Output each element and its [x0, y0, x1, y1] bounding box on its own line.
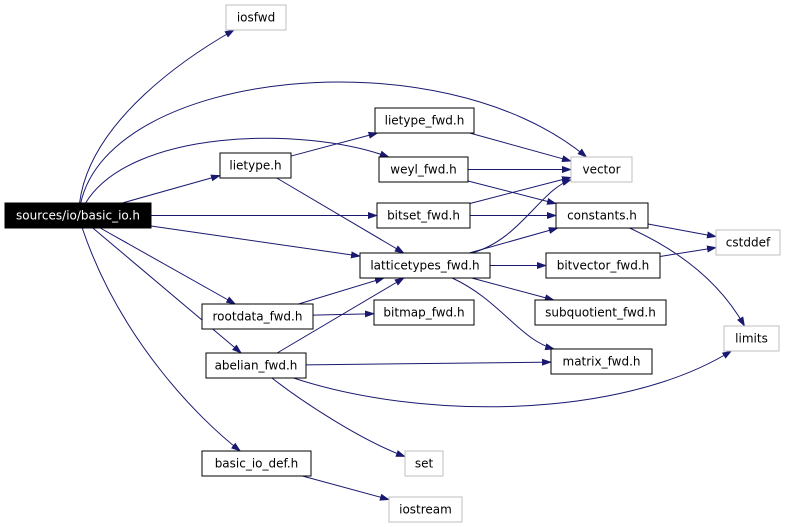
- node-basic_io_def[interactable]: basic_io_def.h: [201, 450, 312, 477]
- edge-abelian_fwd-to-matrix_fwd: [305, 358, 552, 366]
- node-lietype_fwd[interactable]: lietype_fwd.h: [374, 107, 475, 134]
- node-label: lietype_fwd.h: [385, 114, 465, 128]
- node-vector[interactable]: vector: [570, 156, 633, 183]
- edge-abelian_fwd-to-latticetypes_fwd: [276, 277, 405, 354]
- node-label: limits: [735, 332, 768, 346]
- node-box: [378, 156, 469, 183]
- node-label: matrix_fwd.h: [563, 355, 641, 369]
- node-label: sources/io/basic_io.h: [16, 209, 140, 223]
- node-rootdata_fwd[interactable]: rootdata_fwd.h: [201, 303, 314, 330]
- edge-basic_io-to-latticetypes_fwd: [150, 225, 361, 259]
- node-weyl_fwd[interactable]: weyl_fwd.h: [378, 156, 469, 183]
- node-box: [4, 202, 152, 229]
- node-box: [555, 202, 649, 229]
- edge-rootdata_fwd-to-latticetypes_fwd: [298, 277, 385, 305]
- node-box: [404, 450, 444, 477]
- node-label: bitset_fwd.h: [387, 209, 460, 223]
- edge-basic_io-to-lietype: [122, 174, 221, 204]
- edge-basic_io-to-abelian_fwd: [92, 227, 242, 354]
- edge-lietype_fwd-to-vector: [469, 132, 572, 163]
- edge-latticetypes_fwd-to-matrix_fwd: [451, 277, 556, 351]
- node-label: constants.h: [567, 209, 637, 223]
- edge-abelian_fwd-to-set: [271, 377, 406, 457]
- node-box: [715, 229, 781, 256]
- node-box: [550, 348, 653, 375]
- edge-latticetypes_fwd-to-subquotient_fwd: [471, 277, 555, 302]
- node-box: [723, 325, 780, 352]
- node-latticetypes_fwd[interactable]: latticetypes_fwd.h: [359, 252, 491, 279]
- node-box: [225, 4, 287, 31]
- node-box: [219, 152, 292, 179]
- node-label: lietype.h: [229, 159, 281, 173]
- node-constants[interactable]: constants.h: [555, 202, 649, 229]
- node-box: [201, 303, 314, 330]
- edge-basic_io-to-vector: [80, 81, 588, 204]
- edge-abelian_fwd-to-limits: [293, 350, 733, 408]
- node-box: [376, 202, 471, 229]
- node-label: bitvector_fwd.h: [557, 259, 650, 273]
- node-set[interactable]: set: [404, 450, 444, 477]
- node-box: [205, 352, 307, 379]
- node-label: iosfwd: [237, 11, 275, 25]
- node-matrix_fwd[interactable]: matrix_fwd.h: [550, 348, 653, 375]
- edge-basic_io-to-iosfwd: [79, 29, 235, 204]
- edge-basic_io-to-basic_io_def: [81, 227, 242, 452]
- edge-basic_io-to-weyl_fwd: [85, 137, 390, 204]
- edge-constants-to-limits: [629, 227, 746, 327]
- node-label: rootdata_fwd.h: [213, 310, 303, 324]
- edge-latticetypes_fwd-to-constants: [469, 227, 559, 254]
- edge-bitset_fwd-to-vector: [469, 176, 572, 204]
- node-label: set: [415, 457, 434, 471]
- node-basic_io[interactable]: sources/io/basic_io.h: [4, 202, 152, 229]
- edge-lietype-to-lietype_fwd: [290, 131, 379, 157]
- node-label: cstddef: [726, 236, 771, 250]
- node-bitvector_fwd[interactable]: bitvector_fwd.h: [545, 252, 661, 279]
- node-box: [545, 252, 661, 279]
- node-label: subquotient_fwd.h: [545, 306, 656, 320]
- node-lietype[interactable]: lietype.h: [219, 152, 292, 179]
- edge-basic_io-to-rootdata_fwd: [99, 227, 237, 305]
- node-label: weyl_fwd.h: [390, 163, 457, 177]
- edge-basic_io_def-to-iostream: [302, 475, 390, 501]
- edge-constants-to-cstddef: [647, 223, 717, 239]
- node-label: iostream: [399, 503, 452, 517]
- node-bitmap_fwd[interactable]: bitmap_fwd.h: [373, 299, 475, 326]
- node-box: [570, 156, 633, 183]
- node-label: latticetypes_fwd.h: [370, 259, 479, 273]
- edge-latticetypes_fwd-to-vector: [471, 179, 572, 254]
- node-subquotient_fwd[interactable]: subquotient_fwd.h: [534, 299, 667, 326]
- node-box: [373, 299, 475, 326]
- edge-rootdata_fwd-to-bitmap_fwd: [312, 310, 375, 318]
- edge-lietype-to-latticetypes_fwd: [276, 177, 405, 254]
- node-label: vector: [582, 163, 620, 177]
- edge-bitvector_fwd-to-cstddef: [659, 245, 717, 257]
- node-iostream[interactable]: iostream: [388, 496, 463, 523]
- node-label: basic_io_def.h: [215, 457, 299, 471]
- node-box: [359, 252, 491, 279]
- node-abelian_fwd[interactable]: abelian_fwd.h: [205, 352, 307, 379]
- node-box: [388, 496, 463, 523]
- node-box: [534, 299, 667, 326]
- node-cstddef[interactable]: cstddef: [715, 229, 781, 256]
- node-box: [201, 450, 312, 477]
- nodes-layer: sources/io/basic_io.h iosfwd lietype_fwd.h…: [4, 4, 781, 523]
- node-iosfwd[interactable]: iosfwd: [225, 4, 287, 31]
- node-bitset_fwd[interactable]: bitset_fwd.h: [376, 202, 471, 229]
- node-label: bitmap_fwd.h: [383, 306, 464, 320]
- node-box: [374, 107, 475, 134]
- edges-layer: [79, 29, 746, 501]
- node-label: abelian_fwd.h: [215, 359, 298, 373]
- node-limits[interactable]: limits: [723, 325, 780, 352]
